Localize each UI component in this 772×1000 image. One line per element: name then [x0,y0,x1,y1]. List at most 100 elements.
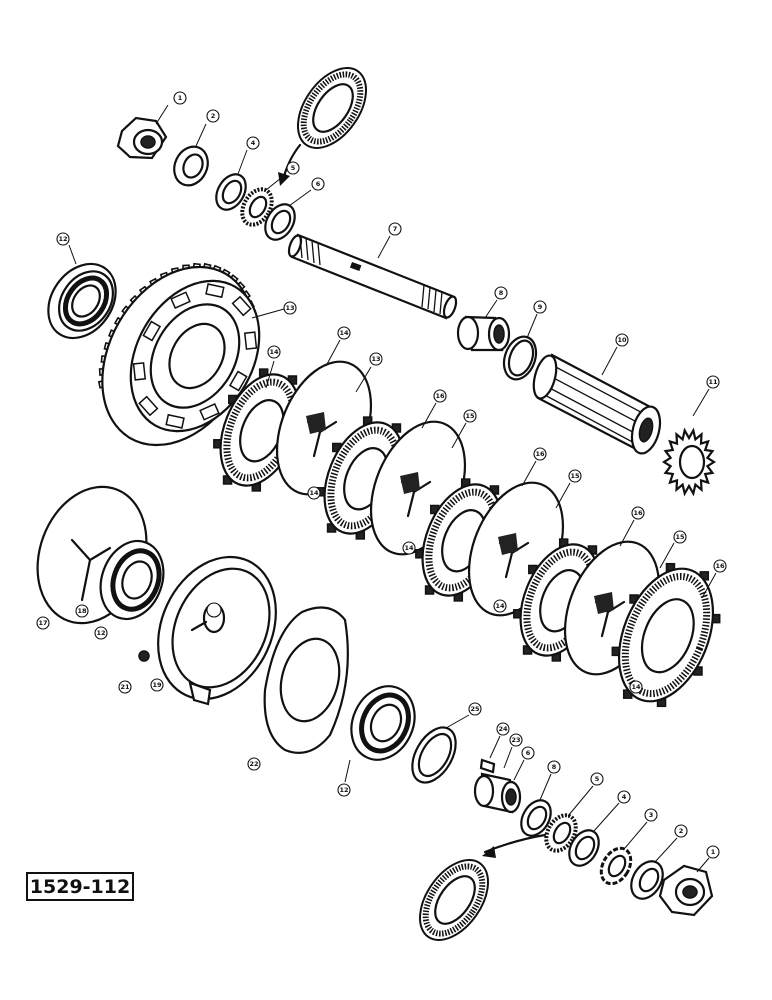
callout-15-a: 15 [451,409,477,449]
bushing-upper-8 [456,315,511,352]
svg-text:15: 15 [465,412,475,420]
callout-11: 11 [692,375,720,417]
svg-text:15: 15 [675,533,685,541]
callout-13-disc: 13 [355,352,383,393]
callout-labels: 1 2 4 5 6 7 8 9 10 11 12 13 13 14 14 14 … [36,91,727,873]
svg-text:14: 14 [495,602,505,610]
svg-text:17: 17 [38,619,47,627]
friction-disc [611,562,721,708]
callout-14-a: 14 [265,345,281,389]
callout-1-upper: 1 [155,91,187,125]
washer-upper-2 [173,145,209,187]
svg-text:14: 14 [309,489,319,497]
callout-12-lower: 12 [94,626,108,640]
svg-text:7: 7 [393,225,398,233]
svg-text:22: 22 [249,760,258,768]
thrust-washer-upper-4 [215,173,247,211]
needle-bearing-detail-upper [278,67,367,186]
callout-24: 24 [489,722,510,759]
callout-23: 23 [503,733,523,769]
drum-slot [165,413,185,429]
callout-8-upper: 8 [484,286,508,319]
svg-text:2: 2 [679,827,684,835]
svg-text:4: 4 [251,139,256,147]
sprocket-bore [678,444,706,480]
svg-text:16: 16 [715,562,725,570]
drum-slot [132,362,147,381]
figure-reference-number: 1529-112 [26,872,134,901]
washer-lower-2 [630,860,664,900]
svg-text:16: 16 [535,450,545,458]
svg-text:25: 25 [470,705,480,713]
callout-15-b: 15 [555,469,582,509]
drum-slot [142,320,162,342]
housing-cover-19 [157,555,277,706]
callout-13-gear: 13 [251,301,297,319]
splined-sleeve-10 [532,353,662,455]
snap-ring-9 [502,335,538,381]
bearing-upper-left-12 [47,262,117,340]
retainer-ring-25 [411,726,457,784]
svg-text:14: 14 [404,544,414,552]
drum-slot [231,295,252,317]
callout-22: 22 [247,757,261,771]
callout-14-e: 14 [493,599,507,613]
callout-7: 7 [377,222,402,259]
svg-text:4: 4 [622,793,627,801]
shaft-7 [287,233,458,320]
callout-16-c: 16 [619,506,645,547]
gear-drum-13 [97,262,261,447]
callout-10: 10 [601,333,629,376]
svg-text:6: 6 [316,180,321,188]
svg-text:5: 5 [291,164,296,172]
svg-text:18: 18 [77,607,87,615]
callout-15-c: 15 [659,530,687,569]
drum-slot [228,370,248,392]
cam-plate-22 [263,606,349,754]
callout-14-c: 14 [307,486,321,500]
svg-text:1: 1 [178,94,183,102]
washer-upper-6 [264,203,296,241]
svg-text:3: 3 [649,811,654,819]
callout-14-b: 14 [325,326,351,367]
svg-text:14: 14 [339,329,349,337]
bearing-lower-right-12 [350,685,416,761]
svg-text:5: 5 [595,775,600,783]
svg-text:2: 2 [211,112,216,120]
callout-6-upper: 6 [288,177,325,207]
svg-text:24: 24 [498,725,508,733]
callout-2-upper: 2 [195,109,220,147]
callout-18: 18 [75,604,89,618]
grease-fitting-21 [138,650,150,662]
callout-6-lower: 6 [513,746,535,781]
svg-text:20: 20 [209,606,219,614]
svg-text:19: 19 [152,681,162,689]
needle-bearing-detail-lower [419,833,547,941]
washer-lower-4 [568,829,600,867]
callout-21: 21 [118,680,132,694]
svg-text:14: 14 [269,348,279,356]
lock-washer-3 [599,846,633,886]
drum-slot [199,403,220,421]
svg-text:15: 15 [570,472,580,480]
callout-16-b: 16 [521,447,547,487]
callout-9: 9 [526,300,547,339]
svg-text:13: 13 [285,304,294,312]
callout-5-lower: 5 [567,772,604,817]
drum-slot [243,331,258,350]
washer-lower-8 [520,799,552,837]
callout-17: 17 [36,616,50,630]
svg-text:16: 16 [633,509,643,517]
callout-12-upper: 12 [56,232,77,265]
callout-3: 3 [624,808,658,849]
needle-bearing-lower-5 [544,813,578,853]
svg-text:1: 1 [711,848,716,856]
callout-14-f: 14 [629,680,643,694]
drum-slot [138,395,159,417]
callout-5-upper: 5 [265,161,300,191]
bearing-lower-12 [99,539,165,621]
svg-text:16: 16 [435,392,445,400]
callout-4-upper: 4 [237,136,260,175]
sprocket-11 [661,427,717,497]
callout-4-lower: 4 [593,790,631,832]
